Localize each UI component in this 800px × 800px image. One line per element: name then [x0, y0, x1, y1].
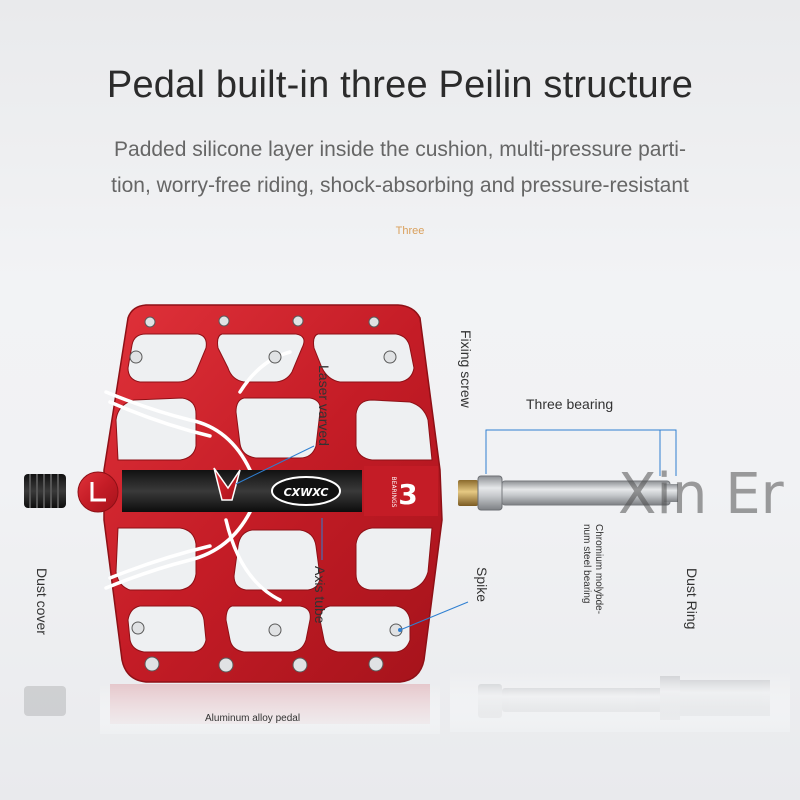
label-aluminum-pedal: Aluminum alloy pedal — [205, 713, 301, 724]
label-dust-cover: Dust cover — [34, 568, 50, 635]
bearing-word-text: BEARINGS — [390, 477, 397, 508]
label-spike: Spike — [474, 567, 490, 603]
dust-cover-part — [24, 474, 66, 508]
pedal-body: CXWXC 3 BEARINGS — [77, 304, 443, 683]
label-laser-carved: Laser varved — [316, 365, 332, 446]
bearing-count-text: 3 — [398, 478, 417, 511]
page-title: Pedal built-in three Peilin structure — [106, 64, 694, 106]
label-fixing-screw: Fixing screw — [458, 330, 474, 408]
axle-assembly — [458, 475, 678, 511]
label-chromium-line-2: num steel bearing — [581, 524, 592, 604]
watermark-text: Xin Er — [618, 462, 784, 527]
label-axis-tube: Axis tube — [312, 566, 328, 624]
callout-lines — [235, 429, 677, 631]
brand-logo-text: CXWXC — [284, 486, 329, 499]
pedal-pins — [129, 315, 403, 673]
label-chromium-line-1: Chromium molybde- — [593, 524, 604, 615]
label-dust-ring: Dust Ring — [684, 568, 700, 630]
subtitle-line-1: Padded silicone layer inside the cushion… — [114, 138, 686, 161]
subtitle-line-2: tion, worry-free riding, shock-absorbing… — [111, 174, 689, 197]
label-three-bearing: Three bearing — [526, 396, 614, 412]
small-note: Three — [395, 225, 425, 237]
